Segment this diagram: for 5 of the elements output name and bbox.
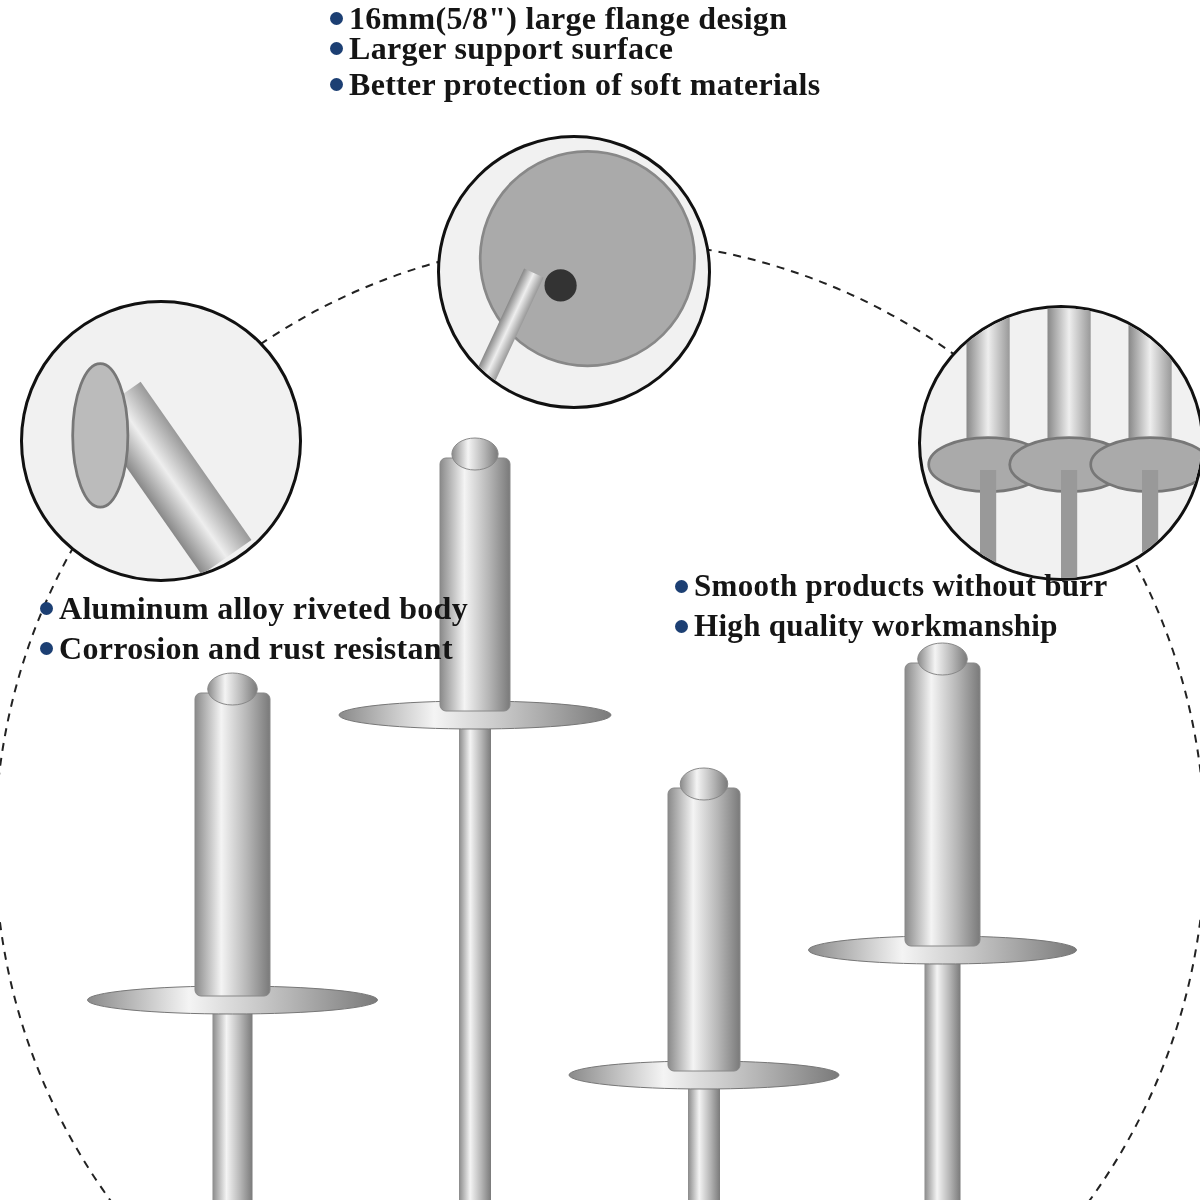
feature-text: Smooth products without burr — [694, 568, 1108, 604]
feature-text: Corrosion and rust resistant — [59, 630, 453, 667]
feature-text: Better protection of soft materials — [349, 66, 821, 103]
feature-text: Aluminum alloy riveted body — [59, 590, 469, 627]
feature-text: High quality workmanship — [694, 608, 1058, 644]
